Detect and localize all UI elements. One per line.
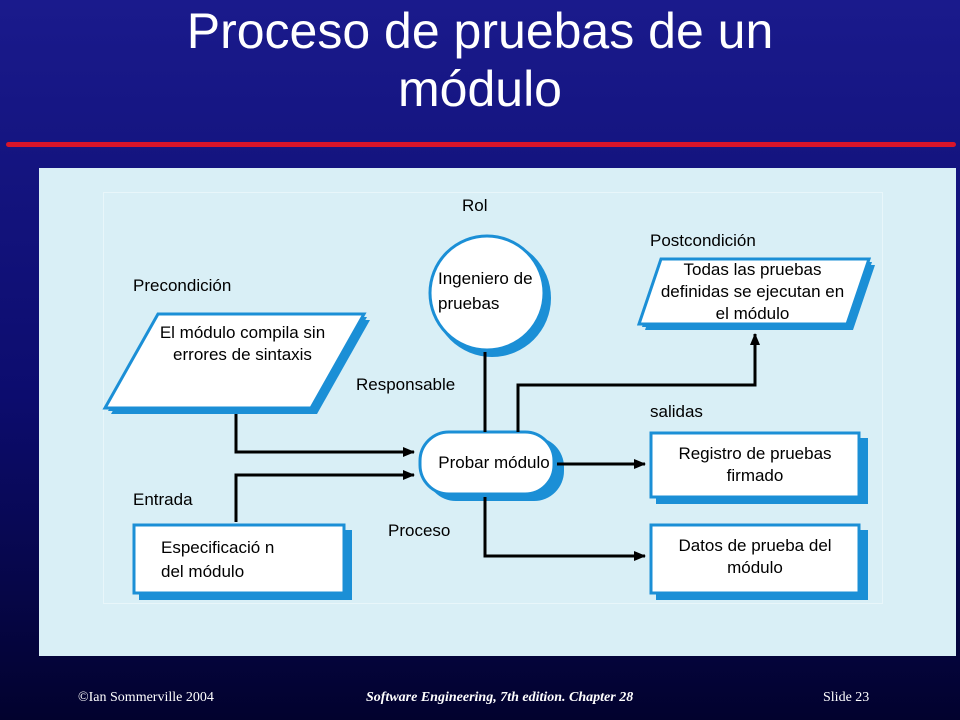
- postcondition-shape: [636, 257, 875, 330]
- label-salidas: salidas: [650, 402, 703, 421]
- output2-shape: [649, 523, 868, 600]
- title-divider: [6, 142, 956, 147]
- precondition-text: El módulo compila sin errores de sintaxi…: [159, 323, 326, 364]
- footer-copyright: ©Ian Sommerville 2004: [78, 690, 214, 705]
- label-rol: Rol: [462, 196, 488, 215]
- title-line-1: Proceso de pruebas de un: [186, 3, 774, 59]
- label-proceso: Proceso: [388, 521, 451, 540]
- output2-text: Datos de prueba del módulo: [678, 536, 832, 577]
- precondition-shape: [102, 312, 370, 414]
- process-text: Probar módulo: [438, 453, 550, 472]
- process-shape: [418, 430, 564, 501]
- arrow-input-to-process: [234, 470, 415, 522]
- slide-title: Proceso de pruebas de un módulo: [80, 2, 880, 118]
- label-responsable: Responsable: [356, 375, 456, 394]
- input-text: Especificació n del módulo: [161, 538, 275, 581]
- label-entrada: Entrada: [133, 490, 193, 509]
- arrow-process-to-output2: [483, 497, 646, 561]
- arrow-precondition-to-process: [234, 414, 415, 457]
- arrow-process-to-postcondition: [516, 333, 760, 432]
- label-precondicion: Precondición: [133, 276, 232, 295]
- footer-slide-number: Slide 23: [823, 690, 870, 705]
- postcondition-text: Todas las pruebas definidas se ejecutan …: [660, 260, 845, 323]
- output1-shape: [649, 431, 868, 504]
- input-shape: [132, 523, 352, 600]
- output1-text: Registro de pruebas firmado: [678, 444, 832, 485]
- role-text: Ingeniero de pruebas: [438, 269, 533, 313]
- diagram-frame: [103, 192, 883, 604]
- title-line-2: módulo: [398, 61, 562, 117]
- footer-book-title: Software Engineering, 7th edition. Chapt…: [366, 690, 634, 705]
- role-shape: [428, 234, 551, 357]
- label-postcondicion: Postcondición: [650, 231, 756, 250]
